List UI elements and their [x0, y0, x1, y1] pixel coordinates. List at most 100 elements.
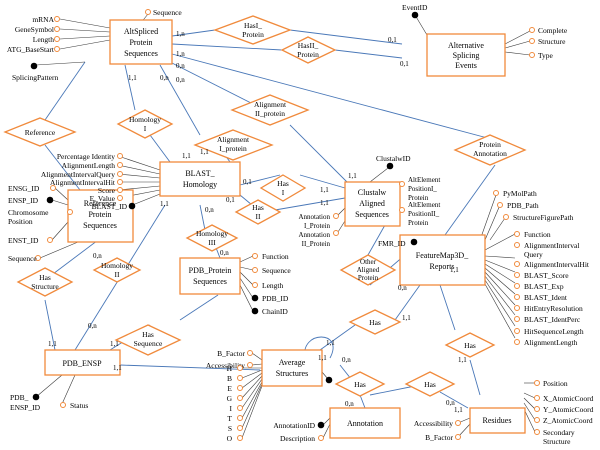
entity-altspliced-protein-sequences[interactable]: AltSpliced Protein Sequences: [109, 19, 173, 65]
cardinality: 0,n: [446, 399, 455, 407]
entity-label: AltSpliced: [124, 27, 158, 36]
attribute-marker: [514, 316, 520, 322]
cardinality: 1,1: [200, 148, 209, 156]
rel-has-i[interactable]: Has I: [259, 174, 307, 202]
entity-label: Aligned: [359, 199, 385, 208]
entity-pdb-protein-sequences[interactable]: PDB_Protein Sequences: [179, 257, 241, 295]
rel-alignment-i-protein[interactable]: Alignment I_protein: [193, 129, 274, 161]
entity-clustalw-aligned-sequences[interactable]: Clustalw Aligned Sequences: [344, 181, 401, 227]
rel-label: Protein: [242, 30, 264, 39]
rel-has-fm3d[interactable]: Has: [348, 309, 402, 335]
attribute-marker: [318, 435, 324, 441]
rel-has-residues[interactable]: Has: [444, 332, 496, 358]
entity-label: Sequences: [124, 49, 158, 58]
attribute-label: Y_AtomicCoord: [543, 405, 594, 414]
rel-label: Has: [354, 380, 366, 389]
attribute-label: I: [230, 404, 233, 413]
attribute-label: BLAST_Ident: [524, 293, 568, 302]
attribute-marker: [529, 38, 535, 44]
attribute-marker: [514, 294, 520, 300]
attribute-label: Position: [8, 217, 33, 226]
rel-protein-annotation[interactable]: Protein Annotation: [453, 134, 527, 166]
entity-label: Reports: [430, 262, 455, 271]
rel-label: Protein: [358, 274, 379, 282]
cardinality-labels: 1,n 1,n 0,1 0,1 0,n 1,1 0,n 0,n 1,1 1,1 …: [48, 30, 467, 414]
entity-average-structures[interactable]: Average Structures: [261, 349, 323, 387]
attribute-label: ClustalwID: [376, 154, 411, 163]
rel-alignment-ii-protein[interactable]: Alignment II_protein: [230, 94, 310, 126]
cardinality: 0,n: [176, 76, 185, 84]
entity-label: Sequences: [193, 277, 227, 286]
attribute-marker: [529, 52, 535, 58]
rel-hasii-protein[interactable]: HasII_ Protein: [280, 36, 337, 64]
entity-label: Clustalw: [358, 188, 387, 197]
attribute-marker: [534, 417, 540, 423]
attribute-label: Type: [538, 51, 554, 60]
attribute-marker: [247, 362, 253, 368]
rel-label: Other: [360, 258, 377, 266]
attribute-label: BLAST_Exp: [524, 282, 564, 291]
attr-group-blast: Percentage Identity AlignmentLength Alig…: [41, 152, 136, 211]
attribute-marker: [60, 402, 66, 408]
entity-pdb-ensp[interactable]: PDB_ENSP: [44, 349, 121, 376]
rel-has-sequence[interactable]: Has Sequence: [114, 324, 182, 356]
rel-has-annotation-b[interactable]: Has: [404, 371, 456, 397]
rel-has-structure[interactable]: Has Structure: [16, 267, 74, 297]
attribute-label: Protein: [408, 219, 429, 227]
attribute-label: I_Protein: [304, 222, 331, 230]
attribute-label: ENSP_ID: [10, 403, 41, 412]
entity-residues[interactable]: Residues: [469, 407, 526, 434]
rel-homology-iii[interactable]: Homology III: [185, 224, 239, 252]
entity-label: Annotation: [347, 419, 383, 428]
attribute-label: PDB_Path: [507, 201, 539, 210]
attr-group-avgstruct: B_Factor Accessibility H B E G I T S O: [206, 349, 333, 443]
attribute-label: FMR_ID: [378, 239, 406, 248]
entity-label: Structures: [276, 369, 308, 378]
entity-label: Residues: [483, 416, 512, 425]
rel-label: Has: [142, 330, 154, 339]
attribute-label: G: [227, 394, 233, 403]
entity-annotation[interactable]: Annotation: [329, 407, 401, 439]
rel-hasi-protein[interactable]: HasI_ Protein: [213, 15, 292, 45]
cardinality: 1,1: [402, 314, 411, 322]
rel-label: Alignment: [254, 100, 287, 109]
attribute-label: BLAST_ID: [92, 202, 128, 211]
entity-alternative-splicing-events[interactable]: Alternative Splicing Events: [426, 33, 506, 77]
attribute-marker: [534, 429, 540, 435]
attribute-label: ENSG_ID: [8, 184, 40, 193]
attribute-label: AlignmentIntervalHit: [50, 178, 116, 187]
rel-has-annotation-a[interactable]: Has: [334, 371, 386, 397]
entity-blast-homology[interactable]: BLAST_ Homology: [159, 161, 241, 197]
attribute-marker: [514, 339, 520, 345]
attribute-label: II_Protein: [302, 240, 331, 248]
entity-label: BLAST_: [185, 169, 215, 178]
entity-label: Sequences: [83, 221, 117, 230]
rel-reference[interactable]: Reference: [3, 117, 77, 147]
cardinality: 0,n: [342, 356, 351, 364]
entity-label: Splicing: [453, 51, 480, 60]
attribute-label: Chromosome: [8, 208, 49, 217]
attribute-marker: [237, 365, 243, 371]
cardinality: 1,1: [326, 339, 335, 347]
rel-other-aligned-protein[interactable]: Other Aligned Protein: [339, 254, 397, 286]
rel-has-ii[interactable]: Has II: [234, 199, 282, 225]
rel-label: Aligned: [357, 266, 380, 274]
attribute-label: HitSequenceLength: [524, 327, 584, 336]
cardinality: 0,n: [398, 284, 407, 292]
attribute-marker: [117, 162, 123, 168]
attribute-label: T: [227, 414, 232, 423]
attribute-label: AlignmentInterval: [524, 241, 579, 250]
rel-homology-ii[interactable]: Homology II: [92, 257, 142, 283]
rel-label: HasII_: [298, 41, 319, 50]
attribute-marker: [117, 179, 123, 185]
attribute-marker: [493, 190, 499, 196]
rel-label: Has: [252, 203, 264, 212]
rel-label: Has: [369, 318, 381, 327]
attribute-marker: [54, 46, 60, 52]
rel-homology-i[interactable]: Homology I: [116, 109, 174, 139]
attribute-marker: [117, 171, 123, 177]
rel-label: Annotation: [473, 149, 507, 158]
attribute-label: H: [227, 364, 233, 373]
key-attribute-marker: [32, 393, 40, 401]
attribute-label: PyMolPath: [503, 189, 537, 198]
